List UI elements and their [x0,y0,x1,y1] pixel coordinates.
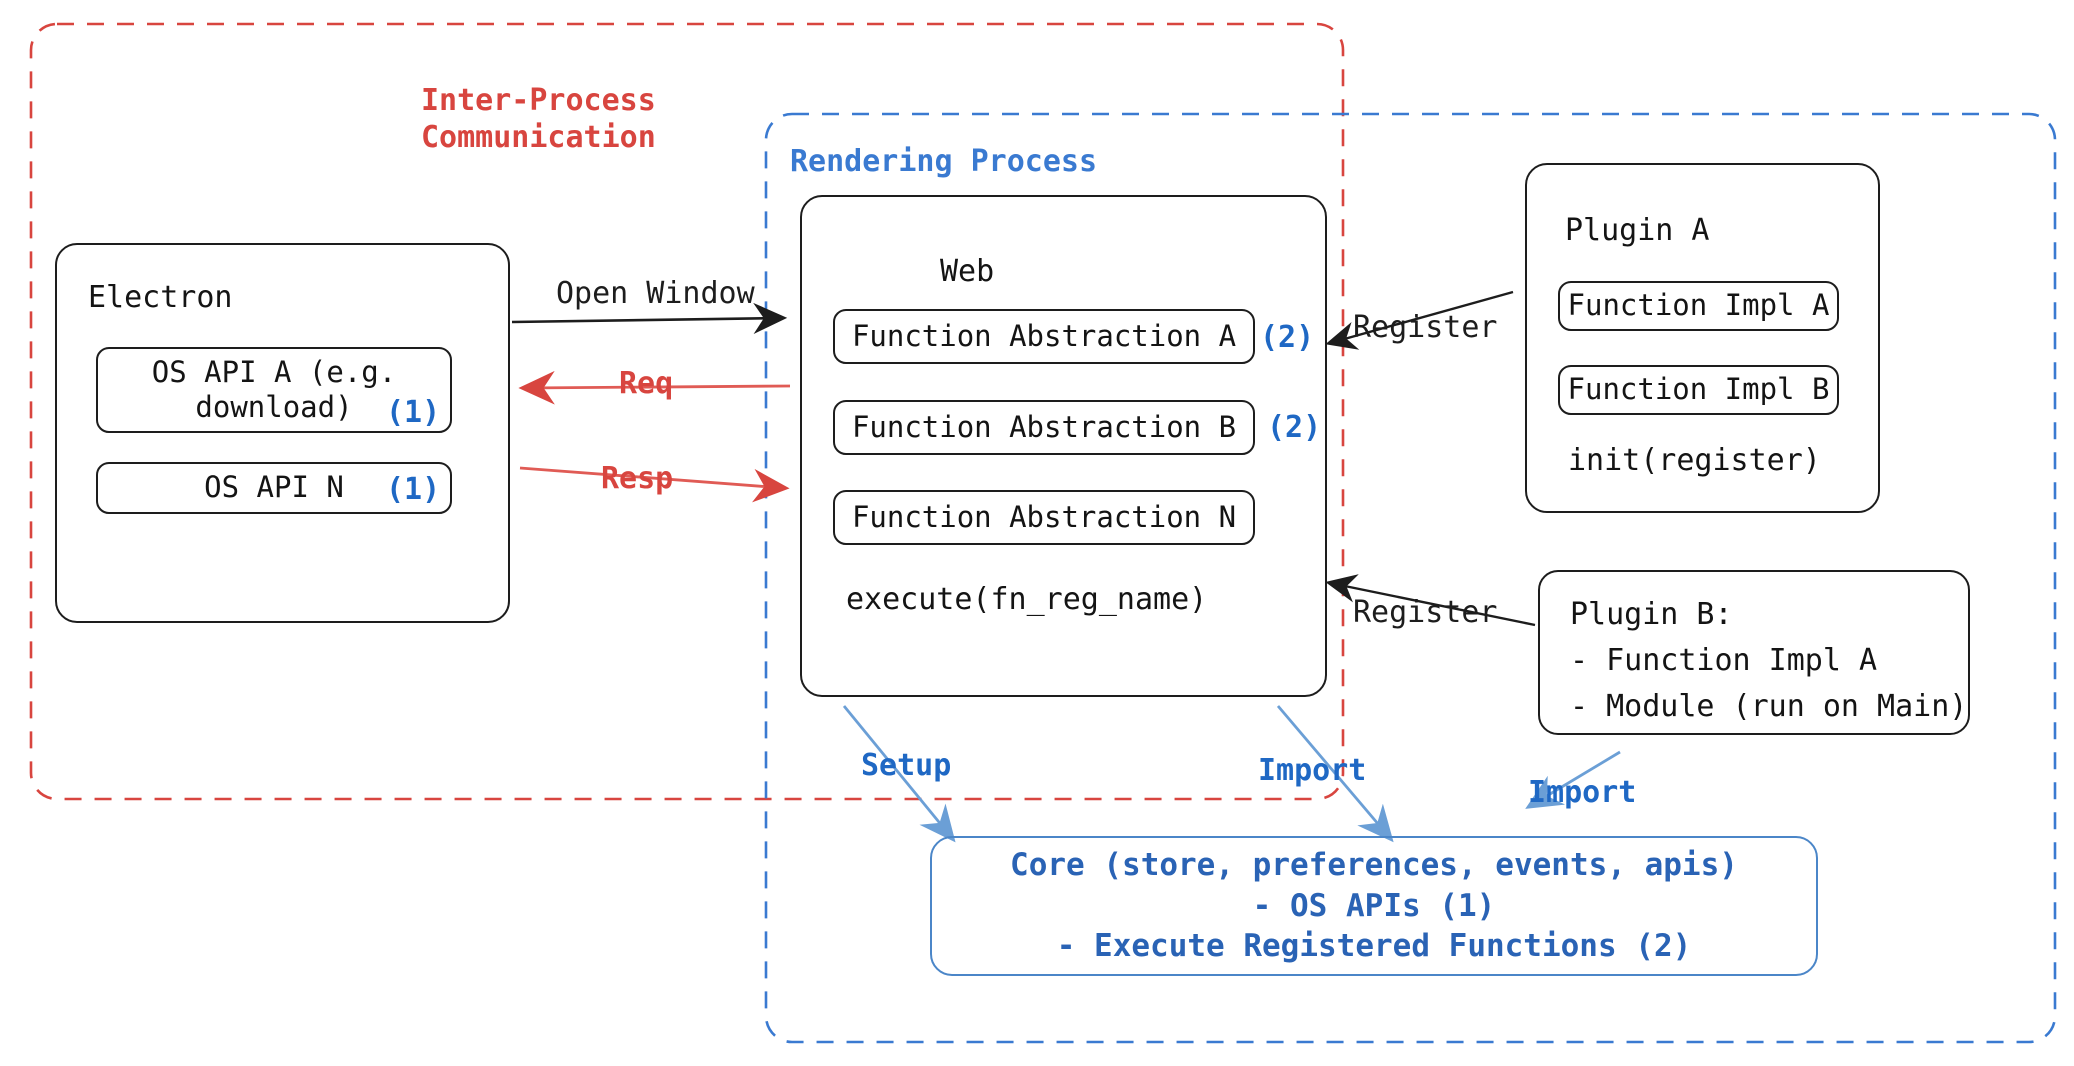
function-abstraction-n-box[interactable]: Function Abstraction N [833,490,1255,545]
plugin-a-box[interactable] [1525,163,1880,513]
core-box[interactable]: Core (store, preferences, events, apis) … [930,836,1818,976]
function-abstraction-b-label: Function Abstraction B [851,409,1237,444]
plugin-b-title: Plugin B: [1570,597,1733,632]
plugin-a-title: Plugin A [1565,213,1710,248]
req-label: Req [619,366,674,401]
register-label-plugin-a: Register [1353,310,1498,345]
os-api-n-label: OS API N [204,470,344,505]
plugin-a-function-impl-a-box[interactable]: Function Impl A [1558,281,1839,331]
os-api-a-tag: (1) [386,395,441,430]
plugin-a-init-method: init(register) [1568,443,1821,478]
plugin-b-box[interactable] [1538,570,1970,735]
electron-box[interactable] [55,243,510,623]
plugin-a-function-impl-a-label: Function Impl A [1567,288,1830,323]
core-line-3: - Execute Registered Functions (2) [1056,928,1692,965]
plugin-b-line-2: - Module (run on Main) [1570,689,1968,724]
web-box[interactable] [800,195,1327,697]
plugin-b-line-1: - Function Impl A [1570,643,1878,678]
setup-label: Setup [861,748,952,783]
open-window-label: Open Window [556,276,755,311]
web-execute-method: execute(fn_reg_name) [846,582,1208,617]
import-label-web: Import [1258,753,1367,788]
os-api-n-tag: (1) [386,472,441,507]
function-abstraction-b-tag: (2) [1267,410,1322,445]
register-label-plugin-b: Register [1353,595,1498,630]
core-line-1: Core (store, preferences, events, apis) [1010,846,1738,883]
plugin-a-function-impl-b-label: Function Impl B [1567,372,1830,407]
function-abstraction-a-label: Function Abstraction A [851,318,1237,353]
core-line-2: - OS APIs (1) [1252,887,1496,924]
function-abstraction-n-label: Function Abstraction N [851,499,1237,534]
os-api-n-box[interactable]: OS API N [96,462,452,514]
function-abstraction-a-tag: (2) [1260,320,1315,355]
os-api-a-box[interactable]: OS API A (e.g. download) [96,347,452,433]
ipc-zone-label: Inter-Process Communication [421,83,656,155]
os-api-a-label: OS API A (e.g. download) [151,354,397,424]
web-title: Web [940,254,995,289]
electron-title: Electron [88,280,233,315]
open-window-arrow [511,302,788,335]
function-abstraction-a-box[interactable]: Function Abstraction A [833,309,1255,364]
function-abstraction-b-box[interactable]: Function Abstraction B [833,400,1255,455]
rendering-zone-label: Rendering Process [790,144,1098,179]
resp-label: Resp [601,461,674,496]
plugin-a-function-impl-b-box[interactable]: Function Impl B [1558,365,1839,415]
import-label-plugin-b: Import [1528,775,1637,810]
